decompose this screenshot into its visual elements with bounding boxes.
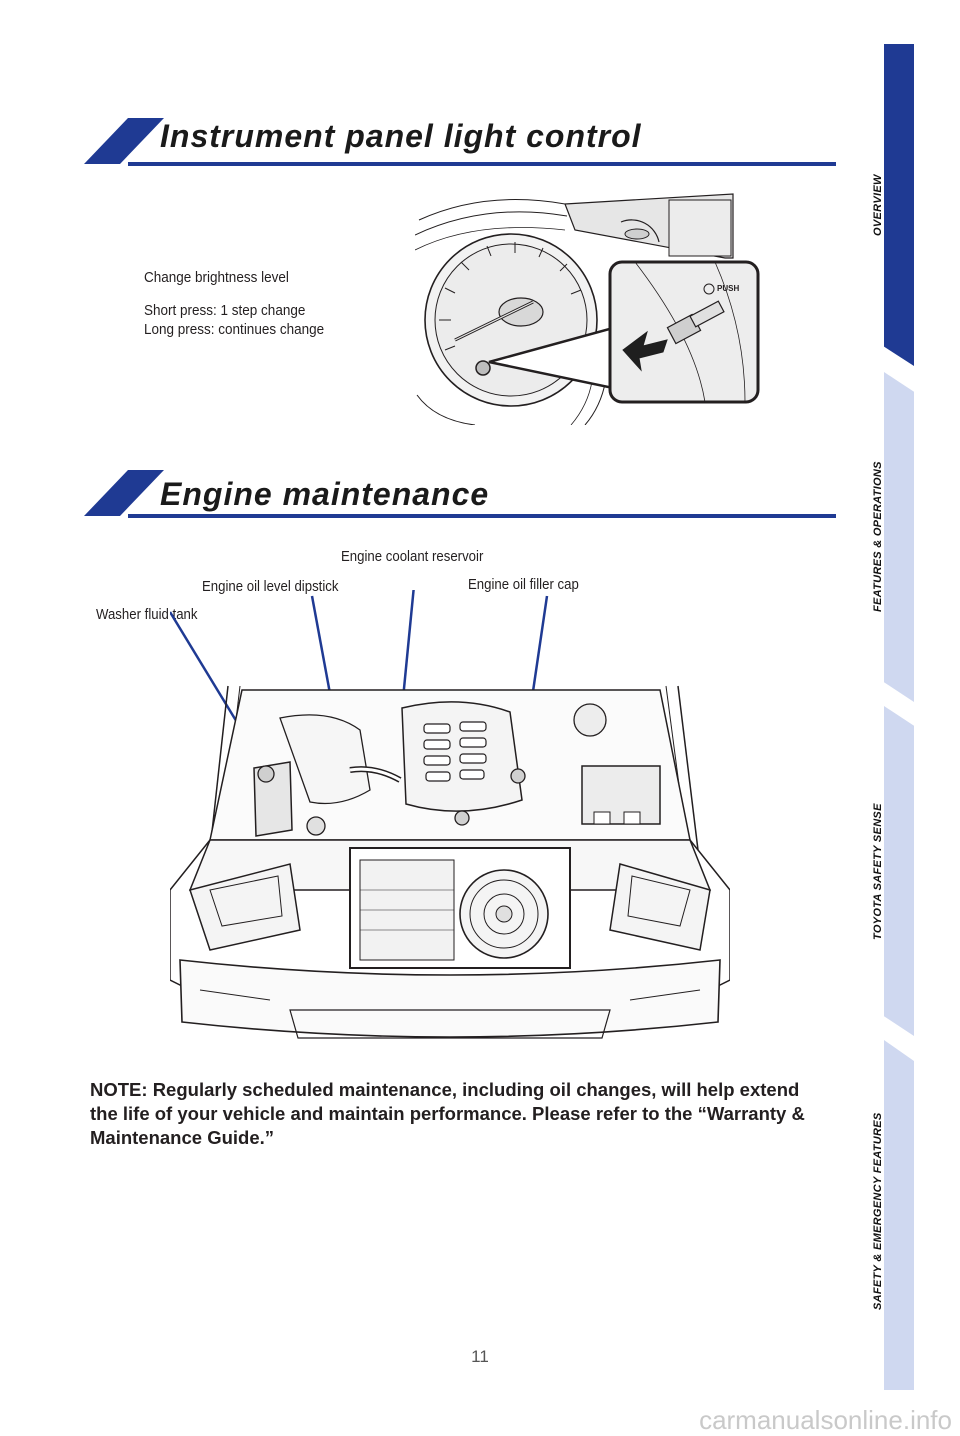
section-rule bbox=[128, 514, 836, 518]
section-title: Instrument panel light control bbox=[160, 118, 642, 154]
nav-tab-overview[interactable] bbox=[884, 44, 914, 366]
callout-washer: Washer fluid tank bbox=[96, 606, 198, 623]
brightness-callout: Change brightness level Short press: 1 s… bbox=[144, 268, 324, 339]
header-tab-shape bbox=[84, 118, 164, 164]
header-tab-shape bbox=[84, 470, 164, 516]
section-header-engine: Engine maintenance bbox=[84, 470, 836, 530]
section-title: Engine maintenance bbox=[160, 476, 490, 512]
callout-coolant: Engine coolant reservoir bbox=[341, 548, 484, 565]
nav-tab-features-operations[interactable] bbox=[884, 372, 914, 702]
maintenance-note: NOTE: Regularly scheduled maintenance, i… bbox=[90, 1079, 805, 1148]
nav-label-overview[interactable]: OVERVIEW bbox=[872, 174, 884, 236]
page-number: 11 bbox=[471, 1347, 489, 1366]
section-nav bbox=[884, 44, 914, 1390]
engine-bay-illustration bbox=[170, 590, 730, 1039]
callout-dipstick: Engine oil level dipstick bbox=[202, 578, 339, 595]
push-label: PUSH bbox=[717, 284, 740, 293]
section-header-instrument: Instrument panel light control bbox=[84, 118, 836, 178]
nav-tab-safety-emergency[interactable] bbox=[884, 1040, 914, 1390]
watermark: carmanualsonline.info bbox=[699, 1405, 952, 1435]
nav-label-safety-emergency[interactable]: SAFETY & EMERGENCY FEATURES bbox=[872, 1112, 884, 1310]
callout-filler: Engine oil filler cap bbox=[468, 576, 579, 593]
callout-line-2: Short press: 1 step change bbox=[144, 302, 306, 319]
instrument-panel-illustration bbox=[415, 193, 760, 425]
callout-line-3: Long press: continues change bbox=[144, 321, 325, 338]
callout-line-1: Change brightness level bbox=[144, 269, 289, 286]
nav-tab-toyota-safety-sense[interactable] bbox=[884, 706, 914, 1036]
section-rule bbox=[128, 162, 836, 166]
nav-label-features-operations[interactable]: FEATURES & OPERATIONS bbox=[872, 461, 884, 612]
nav-label-toyota-safety-sense[interactable]: TOYOTA SAFETY SENSE bbox=[872, 803, 884, 940]
